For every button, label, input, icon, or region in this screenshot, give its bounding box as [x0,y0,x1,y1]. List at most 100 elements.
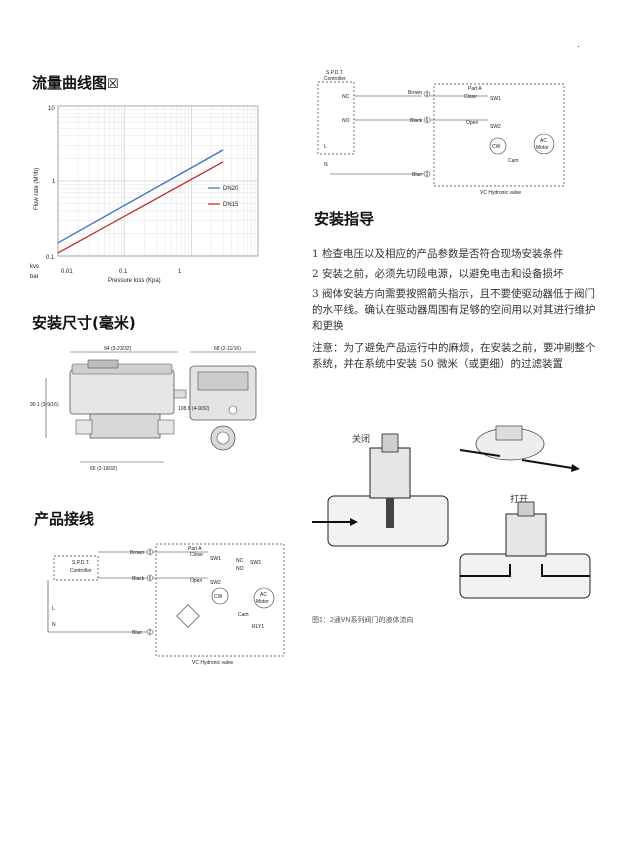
controller-box-top [317,81,355,155]
open-valve-bonnet [505,513,547,557]
flow-chart-title-box: ☒ [107,77,119,92]
dimensions-drawing: 94 (3-23/32) 90.1 (3-9/16) 65 (2-18/32) … [30,346,257,472]
actuator-side-knob [228,405,238,415]
dimensions-heading: 安装尺寸(毫米) [32,314,136,332]
svg-text:6: 6 [149,576,152,582]
valve-closed-label: 关闭 [352,433,370,444]
y-tick-1: 1 [52,179,56,185]
svg-text:Cam: Cam [508,158,519,164]
install-steps: 1 检查电压以及相应的产品参数是否符合现场安装条件 2 安装之前，必须先切段电源… [312,246,596,372]
svg-text:L: L [324,144,327,150]
actuator-side-panel [197,371,249,391]
svg-text:Brown: Brown [408,90,422,96]
open-label: Open [190,578,202,584]
kvs-label: kvs [30,264,39,270]
wiring-heading: 产品接线 [34,510,95,528]
wire-brown: Brown [130,550,144,556]
close-label: Close [190,552,203,558]
chart-plot-frame [57,105,259,257]
wiring-diagram-top: S.P.D.T. Controller NC NO Brown 3 Black … [317,70,565,196]
step-2: 2 安装之前，必须先切段电源，以避免电击和设备损坏 [312,268,564,280]
dim-width-side: 68 (2-11/16) [214,346,241,352]
svg-text:CW: CW [492,144,501,150]
svg-text:Motor: Motor [536,145,549,151]
dim-width-top: 94 (3-23/32) [104,346,132,352]
ac-motor-symbol [253,587,275,609]
actuator-front-cable [173,389,187,399]
flow-chart-title: 流量曲线图 [32,74,108,92]
svg-text:N: N [324,162,328,168]
valve-flow-figure: 关闭 打开 图1：2通VN系列阀门的液体流向 [312,425,591,624]
svg-text:Black: Black [410,118,423,124]
svg-text:Open: Open [466,120,478,126]
svg-text:AC: AC [540,138,547,144]
legend-label-dn15: DN15 [223,202,239,208]
install-heading: 安装指导 [314,210,375,228]
controller-box [53,555,99,581]
svg-text:SW2: SW2 [210,580,221,586]
svg-text:Motor: Motor [256,599,269,605]
valve-label: VC Hydronic valve [192,660,233,666]
svg-text:VC Hydronic valve: VC Hydronic valve [480,190,521,196]
flow-chart-heading: 流量曲线图☒ [32,72,119,93]
svg-text:3: 3 [426,92,429,98]
legend-label-dn20: DN20 [223,186,239,192]
controller-label: Controller [70,568,92,574]
actuator-front-handle [87,359,119,369]
x-axis-label: Pressure loss (Kpa) [108,278,161,284]
actuator-front-top [71,363,173,375]
dim-width-bottom: 65 (2-18/32) [90,466,118,472]
svg-text:AC: AC [260,592,267,598]
svg-text:2: 2 [149,630,152,636]
y-axis-label: Flow rate (M³/h) [34,168,40,210]
x-tick-0.01: 0.01 [61,269,73,275]
part-a-label: Part A [188,546,202,552]
svg-text:NC: NC [236,558,244,564]
valve-open-label: 打开 [510,493,528,504]
wire-blue: Blue [132,630,142,636]
svg-text:CW: CW [214,594,223,600]
svg-text:S.P.D.T.: S.P.D.T. [326,70,344,76]
step-1: 1 检查电压以及相应的产品参数是否符合现场安装条件 [312,248,564,260]
svg-text:SW3: SW3 [250,560,261,566]
flow-chart: Flow rate (M³/h) 10 1 0.1 0.01 0.1 1 Pre… [28,100,264,292]
valve-figure-caption: 图1：2通VN系列阀门的液体流向 [312,615,414,624]
svg-text:NC: NC [342,94,350,100]
svg-text:Controller: Controller [324,76,346,82]
step-3: 3 阀体安装方向需要按照箭头指示，且不要使驱动器低于阀门的水平线。确认在驱动器周… [312,288,596,332]
svg-text:6: 6 [426,118,429,124]
svg-text:SW2: SW2 [490,124,501,130]
chart-grid [57,106,258,257]
svg-text:Close: Close [464,94,477,100]
svg-text:SW1: SW1 [490,96,501,102]
svg-text:3: 3 [149,550,152,556]
part-a-box [155,543,285,657]
bar-label: bar [30,274,39,280]
svg-text:SW1: SW1 [210,556,221,562]
svg-text:NO: NO [236,566,244,572]
svg-text:Part A: Part A [468,86,482,92]
controller-spdt: S.P.D.T. [72,560,90,566]
y-tick-10: 10 [48,106,55,112]
svg-text:L: L [52,606,55,612]
x-tick-0.1: 0.1 [119,269,128,275]
svg-text:Blue: Blue [412,172,422,178]
part-a-box-top [433,83,565,187]
closed-valve-bonnet [369,447,411,499]
install-note: 注意：为了避免产品运行中的麻烦，在安装之前，要冲刷整个系统，并在系统中安装 50… [312,342,596,370]
y-tick-0.1: 0.1 [46,255,55,261]
dim-height-left: 90.1 (3-9/16) [30,402,59,408]
actuator-front-body [69,369,175,415]
valve-front-port-right [157,419,175,435]
svg-text:N: N [52,622,56,628]
valve-front-port-left [75,419,93,435]
svg-text:NO: NO [342,118,350,124]
svg-text:Cam: Cam [238,612,249,618]
dim-height-right: 108.6 (4-9/32) [178,406,210,412]
motor-cw-symbol [211,587,229,605]
open-flow-arrow [460,564,511,577]
series-line-dn15 [57,161,224,254]
x-tick-1: 1 [178,269,182,275]
page-dot: . [577,40,580,50]
wire-black: Black [132,576,145,582]
